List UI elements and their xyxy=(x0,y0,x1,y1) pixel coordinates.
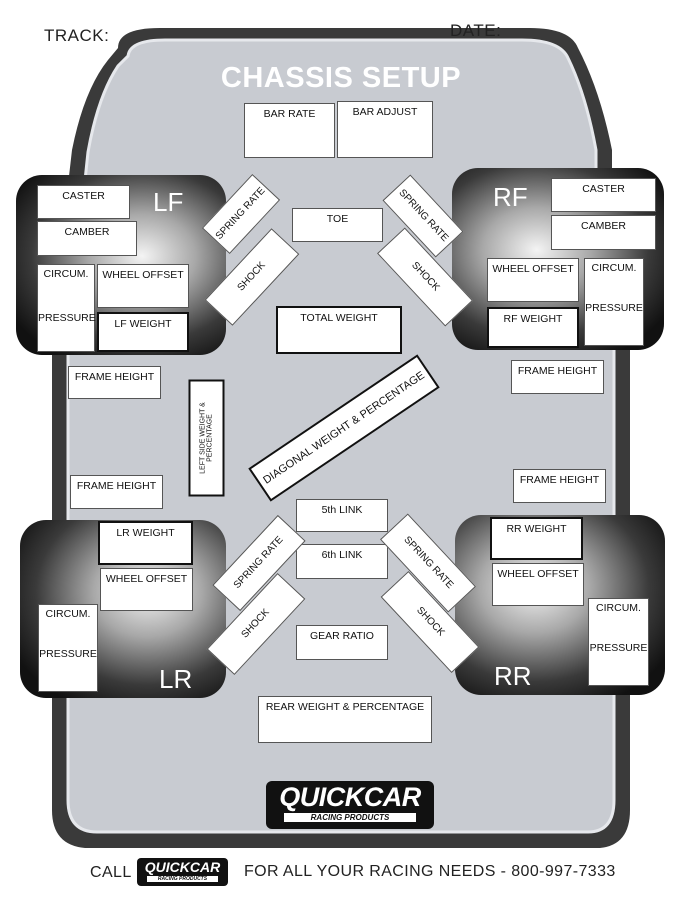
lf-camber-field[interactable]: CAMBER xyxy=(37,221,137,256)
lf-label: LF xyxy=(153,187,184,217)
logo-main: QUICKCAR xyxy=(279,782,421,812)
lr-circum-label: CIRCUM. xyxy=(45,608,91,620)
logo-sub: RACING PRODUCTS xyxy=(284,813,416,822)
lf-circum-label: CIRCUM. xyxy=(43,268,89,280)
rf-circum-pressure-field[interactable]: CIRCUM. PRESSURE xyxy=(584,258,644,346)
footer-logo-sub: RACING PRODUCTS xyxy=(147,876,218,882)
quickcar-logo: QUICKCAR RACING PRODUCTS xyxy=(266,781,434,829)
date-label: DATE: xyxy=(450,21,502,40)
sixth-link-field[interactable]: 6th LINK xyxy=(296,544,388,579)
lr-pressure-label: PRESSURE xyxy=(39,647,97,660)
rr-pressure-label: PRESSURE xyxy=(589,641,648,654)
left-side-weight-field[interactable]: LEFT SIDE WEIGHT & PERCENTAGE xyxy=(188,379,225,497)
rf-wheel-offset-field[interactable]: WHEEL OFFSET xyxy=(487,258,579,302)
lf-caster-field[interactable]: CASTER xyxy=(37,185,130,219)
toe-field[interactable]: TOE xyxy=(292,208,383,242)
track-label: TRACK: xyxy=(44,26,110,45)
gear-ratio-field[interactable]: GEAR RATIO xyxy=(296,625,388,660)
lf-circum-pressure-field[interactable]: CIRCUM. PRESSURE xyxy=(37,264,96,352)
footer-logo: QUICKCAR RACING PRODUCTS xyxy=(137,858,228,886)
rr-circum-pressure-field[interactable]: CIRCUM. PRESSURE xyxy=(588,598,649,686)
lr-wheel-offset-field[interactable]: WHEEL OFFSET xyxy=(100,568,193,611)
bar-rate-field[interactable]: BAR RATE xyxy=(244,103,335,158)
rr-wheel-offset-field[interactable]: WHEEL OFFSET xyxy=(492,563,584,606)
fifth-link-field[interactable]: 5th LINK xyxy=(296,499,388,532)
rr-weight-field[interactable]: RR WEIGHT xyxy=(490,517,583,560)
lr-circum-pressure-field[interactable]: CIRCUM. PRESSURE xyxy=(38,604,98,692)
rf-caster-field[interactable]: CASTER xyxy=(551,178,656,212)
rf-circum-label: CIRCUM. xyxy=(591,262,637,274)
rf-weight-field[interactable]: RF WEIGHT xyxy=(487,307,579,348)
footer-logo-main: QUICKCAR xyxy=(144,859,221,875)
rf-frame-height-field[interactable]: FRAME HEIGHT xyxy=(511,360,604,394)
rf-label: RF xyxy=(493,182,528,212)
footer-tagline: FOR ALL YOUR RACING NEEDS - 800-997-7333 xyxy=(244,863,616,880)
lf-pressure-label: PRESSURE xyxy=(38,311,96,324)
footer-call: CALL xyxy=(90,864,132,881)
rr-label: RR xyxy=(494,661,532,691)
lr-label: LR xyxy=(159,664,193,694)
lf-weight-field[interactable]: LF WEIGHT xyxy=(97,312,189,352)
total-weight-field[interactable]: TOTAL WEIGHT xyxy=(276,306,402,354)
lf-frame-height-field[interactable]: FRAME HEIGHT xyxy=(68,366,161,399)
rf-pressure-label: PRESSURE xyxy=(585,301,643,314)
lf-wheel-offset-field[interactable]: WHEEL OFFSET xyxy=(97,264,189,308)
lr-weight-field[interactable]: LR WEIGHT xyxy=(98,521,193,565)
lr-frame-height-field[interactable]: FRAME HEIGHT xyxy=(70,475,163,509)
rf-camber-field[interactable]: CAMBER xyxy=(551,215,656,250)
rear-weight-field[interactable]: REAR WEIGHT & PERCENTAGE xyxy=(258,696,432,743)
bar-adjust-field[interactable]: BAR ADJUST xyxy=(337,101,433,158)
rr-frame-height-field[interactable]: FRAME HEIGHT xyxy=(513,469,606,503)
page-title: CHASSIS SETUP xyxy=(220,62,462,94)
rr-circum-label: CIRCUM. xyxy=(596,602,641,614)
